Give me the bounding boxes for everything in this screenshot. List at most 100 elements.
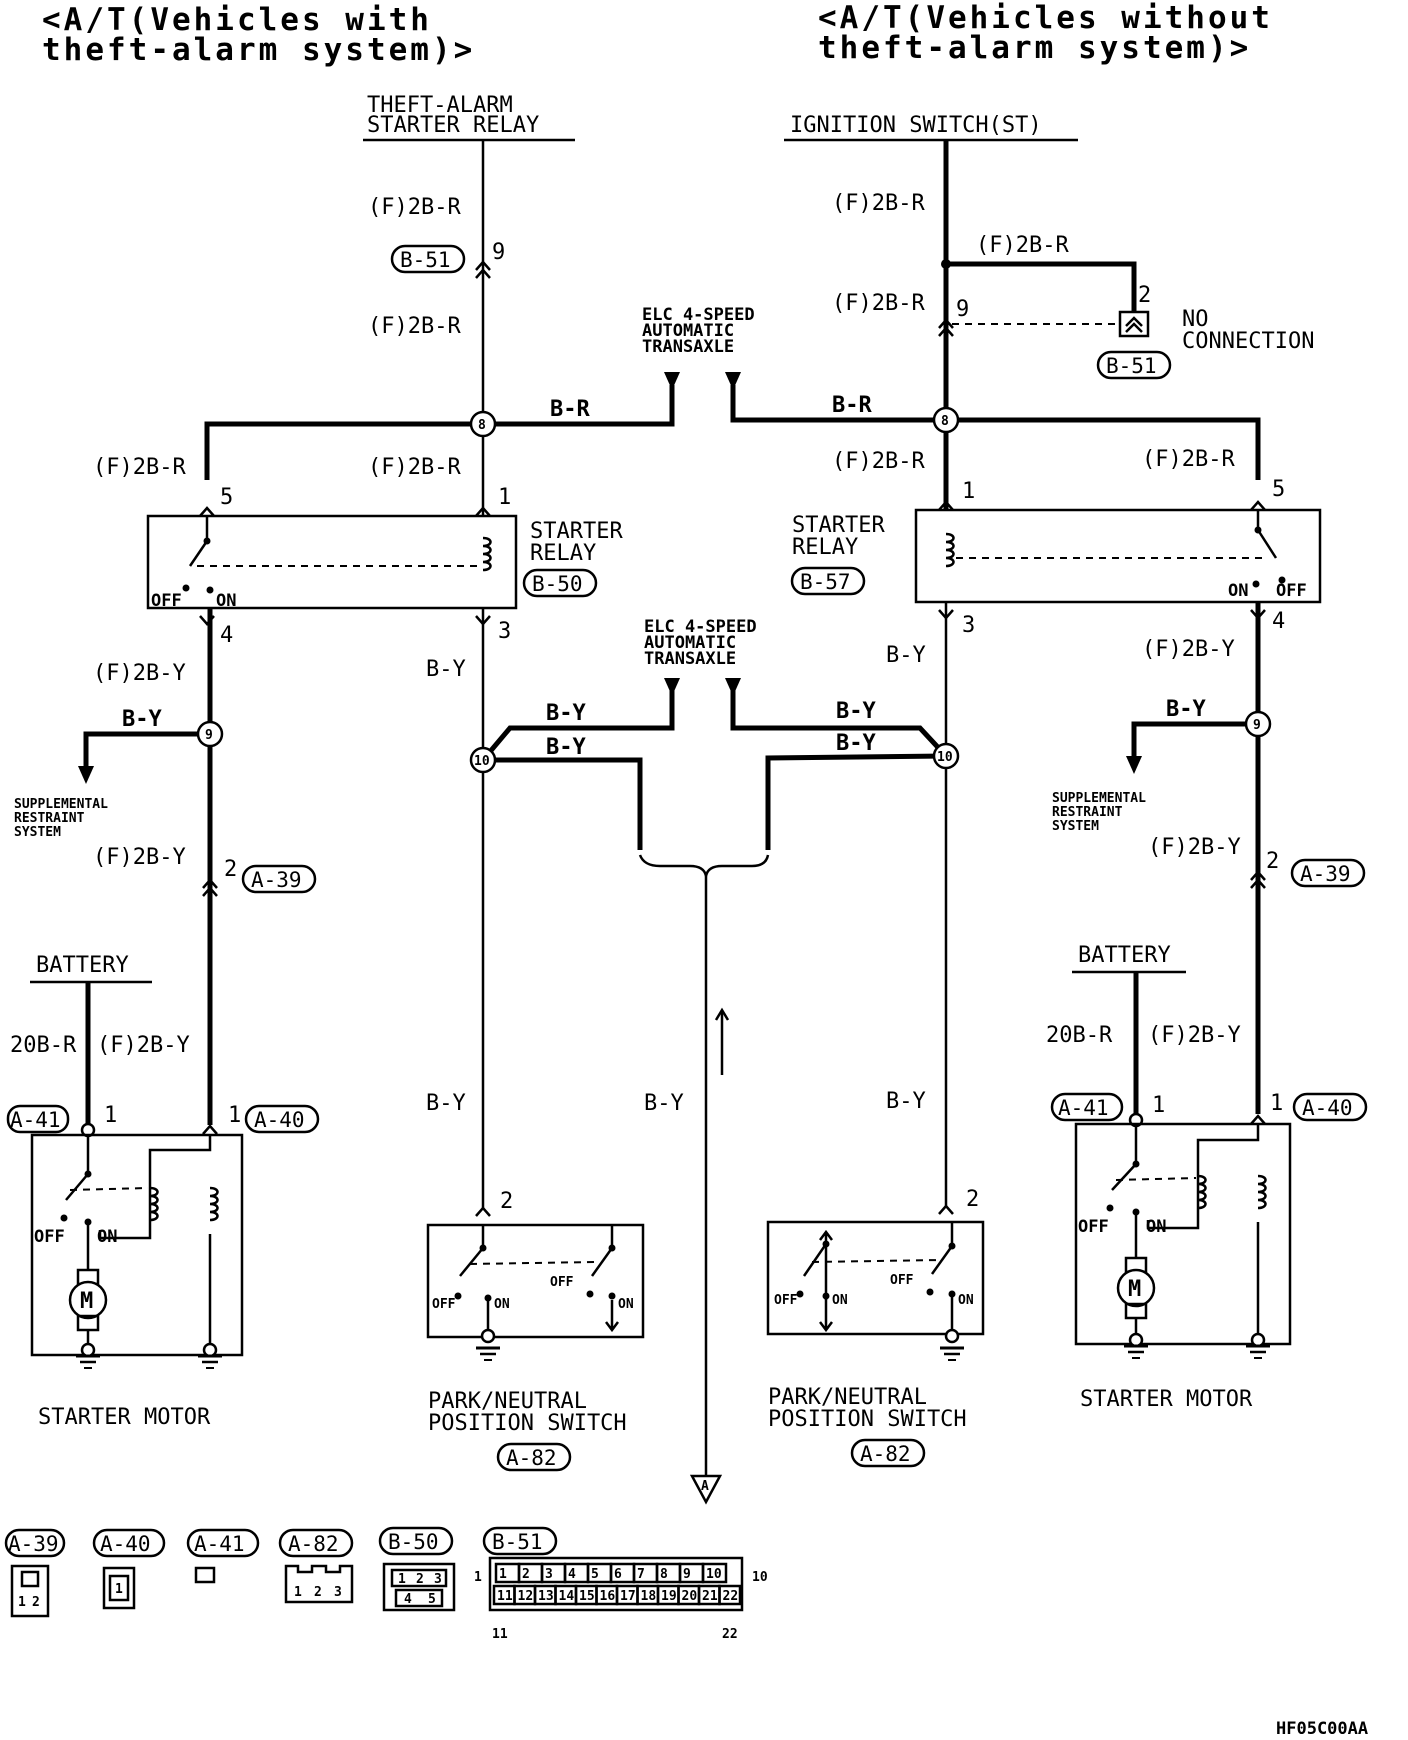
center-ref-a-triangle bbox=[689, 1474, 723, 1505]
legend-b51-pin-label: 10 bbox=[706, 1567, 722, 1582]
figure-code: HF05C00AA bbox=[1276, 1719, 1368, 1739]
right-pns-box bbox=[766, 1220, 985, 1336]
right-junction-9-label: 9 bbox=[1253, 718, 1261, 733]
right-pin-1-motor: 1 bbox=[1270, 1091, 1283, 1116]
legend-a39-shape bbox=[10, 1564, 50, 1618]
right-conn-b51-badge bbox=[1096, 350, 1172, 380]
right-nc-2: CONNECTION bbox=[1182, 329, 1314, 354]
left-wire-by-3: B-Y bbox=[546, 735, 586, 760]
center-ref-a: A bbox=[701, 1479, 709, 1494]
svg-text:1: 1 bbox=[398, 1572, 406, 1587]
svg-text:1: 1 bbox=[115, 1582, 123, 1597]
left-by-lower bbox=[483, 757, 643, 850]
left-starter-motor-box bbox=[30, 1133, 244, 1357]
left-conn-a39-badge bbox=[241, 864, 317, 894]
legend-b51-callout-11: 11 bbox=[492, 1627, 508, 1642]
right-srs-2: RESTRAINT bbox=[1052, 805, 1123, 820]
right-pin-3: 3 bbox=[962, 613, 975, 638]
left-relay-coil bbox=[481, 536, 492, 572]
right-pin-4: 4 bbox=[1272, 609, 1285, 634]
right-relay-name-1: STARTER bbox=[792, 513, 885, 538]
center-transaxle-top-2: AUTOMATIC bbox=[642, 321, 734, 341]
left-motor-symbol bbox=[68, 1280, 108, 1320]
right-relay-switch-arm bbox=[1256, 529, 1278, 559]
right-relay-conn: B-57 bbox=[800, 570, 851, 594]
right-wire-by-1: B-Y bbox=[886, 643, 926, 668]
left-relay-name-1: STARTER bbox=[530, 519, 623, 544]
right-wire-label-1: (F)2B-R bbox=[832, 191, 925, 216]
right-motor-symbol bbox=[1116, 1268, 1156, 1308]
legend-b50-shape bbox=[382, 1562, 456, 1612]
svg-text:1: 1 bbox=[18, 1595, 26, 1610]
svg-text:3: 3 bbox=[434, 1572, 442, 1587]
legend-b50: B-50 bbox=[388, 1530, 439, 1554]
legend-b51-pin-label: 5 bbox=[591, 1567, 599, 1582]
left-conn-a41: A-41 bbox=[10, 1108, 61, 1132]
legend-b51-pin-label: 22 bbox=[723, 1589, 739, 1604]
left-battery: BATTERY bbox=[36, 953, 129, 978]
svg-text:2: 2 bbox=[314, 1585, 322, 1600]
right-wire-label-6: (F)2B-Y bbox=[1142, 637, 1235, 662]
legend-b51-pin-label: 17 bbox=[620, 1589, 636, 1604]
right-conn-a41: A-41 bbox=[1058, 1096, 1109, 1120]
left-b51-connector-arrow bbox=[475, 260, 491, 279]
right-motor-off: OFF bbox=[1078, 1217, 1109, 1237]
right-wire-by-2: B-Y bbox=[836, 699, 876, 724]
left-conn-a39: A-39 bbox=[251, 868, 302, 892]
center-transaxle-mid-3: TRANSAXLE bbox=[644, 649, 736, 669]
left-srs-branch bbox=[83, 731, 198, 770]
right-junction-10-label: 10 bbox=[937, 750, 953, 765]
right-wire-label-3: (F)2B-R bbox=[832, 291, 925, 316]
legend-b51-pin-label: 2 bbox=[522, 1567, 530, 1582]
left-motor-off: OFF bbox=[34, 1227, 65, 1247]
legend-b51-pin-cell bbox=[718, 1584, 742, 1606]
left-wire-by-4: B-Y bbox=[426, 1091, 466, 1116]
left-relay-bottom-arrows bbox=[199, 615, 491, 626]
legend-b51-callout-22: 22 bbox=[722, 1627, 738, 1642]
right-nc-connector bbox=[1118, 310, 1150, 338]
right-nc-1: NO bbox=[1182, 307, 1209, 332]
left-pns-on-2: ON bbox=[618, 1297, 634, 1312]
right-pin-1: 1 bbox=[962, 479, 975, 504]
legend-b51-pin-cell bbox=[701, 1562, 728, 1584]
legend-a39-badge bbox=[4, 1528, 66, 1558]
right-conn-b51: B-51 bbox=[1106, 354, 1157, 378]
center-transaxle-mid-1: ELC 4-SPEED bbox=[644, 617, 757, 637]
left-pin-2: 2 bbox=[224, 857, 237, 882]
left-wire-label-6: (F)2B-Y bbox=[93, 845, 186, 870]
left-pns-conn: A-82 bbox=[506, 1446, 557, 1470]
left-motor-ground-1 bbox=[74, 1354, 102, 1370]
left-junction-8-label: 8 bbox=[478, 418, 486, 433]
right-wire-20br: 20B-R bbox=[1046, 1023, 1113, 1048]
right-relay-on: ON bbox=[1228, 581, 1248, 601]
svg-text:3: 3 bbox=[334, 1585, 342, 1600]
left-srs-3: SYSTEM bbox=[14, 825, 61, 840]
right-pin-1-battery: 1 bbox=[1152, 1093, 1165, 1118]
connector-legend: A-39 1 2 A-40 1 A-41 A-82 1 2 3 B-50 1 2… bbox=[4, 1526, 768, 1642]
legend-b51-pin-label: 8 bbox=[660, 1567, 668, 1582]
legend-b51-pin-label: 14 bbox=[559, 1589, 575, 1604]
svg-text:4: 4 bbox=[404, 1592, 412, 1607]
right-srs-3: SYSTEM bbox=[1052, 819, 1099, 834]
right-motor-coil-2 bbox=[1256, 1174, 1267, 1210]
right-pns-name-1: PARK/NEUTRAL bbox=[768, 1385, 927, 1410]
legend-a82-badge bbox=[278, 1528, 354, 1558]
right-pns-off-2: OFF bbox=[890, 1273, 914, 1288]
right-conn-a41-badge bbox=[1050, 1092, 1124, 1122]
legend-b51-pin-label: 3 bbox=[545, 1567, 553, 1582]
legend-a41: A-41 bbox=[194, 1532, 245, 1556]
center-transaxle-top-3: TRANSAXLE bbox=[642, 337, 734, 357]
left-motor-m: M bbox=[80, 1289, 93, 1314]
legend-b51-pin-label: 11 bbox=[497, 1589, 513, 1604]
legend-b51-shape bbox=[488, 1556, 744, 1612]
right-by-upper bbox=[730, 690, 948, 758]
left-relay-off: OFF bbox=[151, 591, 182, 611]
legend-b51-pin-label: 1 bbox=[499, 1567, 507, 1582]
right-wire-by-3: B-Y bbox=[836, 731, 876, 756]
left-junction-8 bbox=[469, 410, 497, 438]
right-pns-pin: 2 bbox=[966, 1187, 979, 1212]
legend-b51-pin-label: 19 bbox=[661, 1589, 677, 1604]
legend-b51-callout-1: 1 bbox=[474, 1570, 482, 1585]
left-pin-1-motor: 1 bbox=[228, 1103, 241, 1128]
